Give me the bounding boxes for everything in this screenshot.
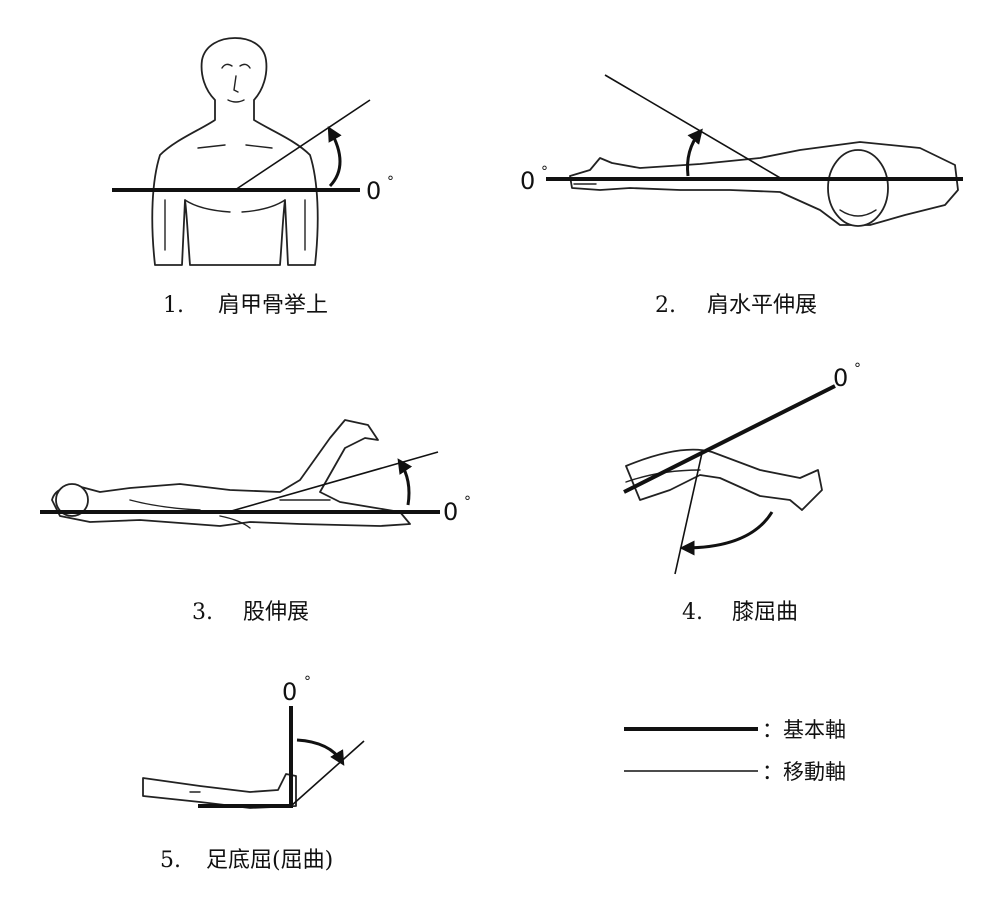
figure-2-shoulder-horizontal-extension: 0 ° 2. 肩水平伸展 [520,74,963,318]
legend-base-axis-label: ：基本軸 [762,718,846,742]
zero-label: 0 [520,167,535,195]
base-axis-line [623,384,836,494]
zero-label: 0 [366,177,381,205]
figure-caption: 肩甲骨挙上 [218,293,328,318]
degree-symbol: ° [541,164,548,180]
figure-5-plantar-flexion: 0 ° 5. 足底屈(屈曲) [142,674,365,873]
torso-illustration [151,37,319,266]
head-shape [55,483,89,517]
figure-number: 1. [163,293,184,318]
rotation-arrow [296,738,345,766]
degree-symbol: ° [464,494,471,510]
prone-body-illustration [569,141,959,227]
moving-axis-line [234,99,371,191]
leg-illustration [625,448,823,511]
figure-number: 2. [655,293,676,318]
figure-number: 5. [160,848,181,873]
zero-label: 0 [833,364,848,392]
lower-leg-illustration [142,773,297,809]
moving-axis-line [674,452,703,575]
rotation-arrow [327,126,342,188]
prone-body-illustration [51,419,411,529]
legend-moving-axis-label: ：移動軸 [762,760,846,784]
figure-caption: 肩水平伸展 [707,293,817,318]
degree-symbol: ° [304,674,311,690]
rotation-arrow [679,511,774,556]
degree-symbol: ° [387,174,394,190]
figure-4-knee-flexion: 0 ° 4. 膝屈曲 [623,361,861,625]
figure-1-scapular-elevation: 0 ° 1. 肩甲骨挙上 [112,37,394,318]
figure-caption: 足底屈(屈曲) [206,848,333,873]
head-shape [827,149,889,227]
figure-caption: 股伸展 [243,600,309,625]
moving-axis-line [604,74,783,180]
figure-3-hip-extension: 0 ° 3. 股伸展 [40,419,471,625]
moving-axis-line [290,740,365,807]
figure-number: 4. [682,600,703,625]
degree-symbol: ° [854,361,861,377]
rotation-arrow [397,458,413,506]
zero-label: 0 [443,498,458,526]
zero-label: 0 [282,678,297,706]
figure-caption: 膝屈曲 [732,600,798,625]
rotation-arrow [686,128,703,177]
legend: ：基本軸 ：移動軸 [624,718,846,784]
figure-number: 3. [192,600,213,625]
